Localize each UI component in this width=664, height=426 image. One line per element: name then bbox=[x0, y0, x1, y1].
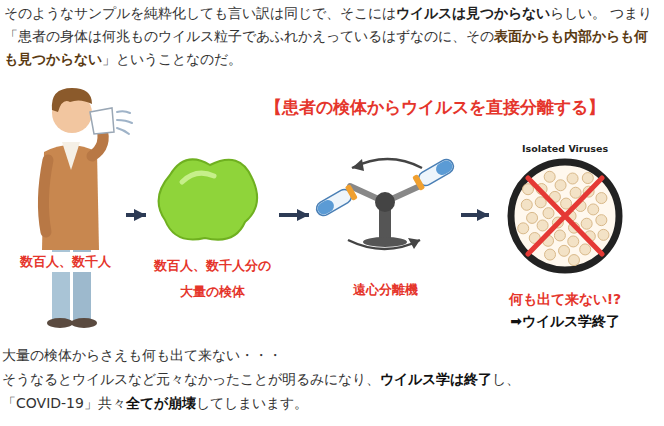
virus-particle bbox=[580, 244, 591, 255]
body-text: そのようなサンプルを純粋化しても言い訳は同じで、そこには bbox=[4, 5, 396, 21]
flow-arrow bbox=[461, 213, 489, 217]
liquid bbox=[434, 158, 455, 177]
person-box: 数百人、数千人 bbox=[5, 90, 125, 272]
virus-particle bbox=[544, 171, 555, 182]
node-note: 何も出て来ない!? bbox=[507, 288, 624, 310]
petri-dish bbox=[511, 162, 619, 270]
virus-particle bbox=[537, 220, 548, 231]
arm bbox=[43, 160, 48, 232]
body-text: 大量の検体からさえも何も出て来ない・・・ bbox=[2, 347, 282, 363]
hair bbox=[52, 88, 92, 112]
virus-particle bbox=[568, 255, 579, 266]
bold-text: ウイルスは見つからない bbox=[396, 5, 550, 21]
virus-particle bbox=[543, 208, 554, 219]
text-paragraph: 大量の検体からさえも何も出て来ない・・・ bbox=[2, 343, 662, 367]
cap bbox=[412, 174, 425, 191]
centrifuge bbox=[314, 156, 457, 249]
virus-particle bbox=[570, 187, 581, 198]
virus-particle bbox=[545, 249, 556, 260]
bold-text: ウイルス学は終了 bbox=[380, 371, 492, 387]
sneeze-spray bbox=[117, 111, 132, 134]
text-paragraph: そうなるとウイルスなど元々なかったことが明るみになり、ウイルス学は終了し、 bbox=[2, 367, 662, 391]
virus-particle bbox=[555, 180, 566, 191]
test-tube bbox=[412, 156, 456, 191]
text-paragraph: 「COVID-19」共々全てが崩壊してしまいます。 bbox=[2, 391, 662, 415]
cap bbox=[345, 184, 358, 201]
stand-base bbox=[363, 237, 407, 247]
cross-mark bbox=[528, 178, 602, 254]
specimen-box: 数百人、数千人分の 大量の検体 bbox=[147, 150, 278, 305]
body-text: 「COVID-19」共々 bbox=[2, 395, 126, 411]
diagram-title: 【患者の検体からウイルスを直接分離する】 bbox=[200, 96, 664, 119]
flow-arrow bbox=[126, 213, 146, 217]
virus-particle bbox=[596, 215, 607, 226]
bold-text: 全てが崩壊 bbox=[126, 395, 196, 411]
blob-highlight bbox=[182, 173, 214, 182]
blob bbox=[159, 159, 258, 239]
text-paragraph: そのようなサンプルを純粋化しても言い訳は同じで、そこにはウイルスは見つからないら… bbox=[4, 2, 660, 71]
body-text: 」ということなのだ。 bbox=[102, 51, 242, 67]
virus-particle bbox=[596, 193, 607, 204]
body-text: そうなるとウイルスなど元々なかったことが明るみになり、 bbox=[2, 371, 380, 387]
virus-particle bbox=[588, 204, 599, 215]
virus-particle bbox=[598, 229, 609, 240]
rotor-hub bbox=[375, 192, 395, 212]
node-label: 遠心分離機 bbox=[351, 280, 420, 300]
virus-particle bbox=[518, 223, 529, 234]
test-tube bbox=[314, 184, 358, 219]
shoe bbox=[71, 318, 97, 328]
tissue bbox=[90, 108, 114, 134]
virus-particle bbox=[567, 173, 578, 184]
virus-particle bbox=[527, 212, 538, 223]
body-text: し、 bbox=[492, 371, 520, 387]
node-label: 数百人、数千人 bbox=[18, 252, 113, 272]
shirt-collar bbox=[62, 142, 80, 170]
result-box: Isolated Viruses 何も出て来ない!?➡ウイルス学終了 bbox=[490, 142, 640, 332]
specimen-blob bbox=[159, 159, 258, 239]
arrow-head bbox=[408, 238, 420, 249]
body-text: してしまいます。 bbox=[196, 395, 308, 411]
shoe bbox=[47, 318, 73, 328]
virus-particle bbox=[581, 218, 592, 229]
virus-particles bbox=[518, 171, 609, 265]
virus-particle bbox=[559, 245, 570, 256]
virus-particle bbox=[582, 173, 593, 184]
virus-particle bbox=[554, 230, 565, 241]
flow-arrow bbox=[279, 213, 309, 217]
sneezing-person bbox=[42, 88, 132, 328]
node-label: Isolated Viruses bbox=[520, 142, 610, 156]
dish bbox=[511, 162, 619, 270]
liquid bbox=[315, 198, 336, 217]
virus-particle bbox=[521, 199, 532, 210]
virus-particle bbox=[568, 236, 579, 247]
node-note: ➡ウイルス学終了 bbox=[508, 310, 622, 332]
arrow-head bbox=[352, 159, 364, 171]
node-label: 数百人、数千人分の 大量の検体 bbox=[148, 253, 277, 305]
centrifuge-box: 遠心分離機 bbox=[310, 160, 460, 300]
